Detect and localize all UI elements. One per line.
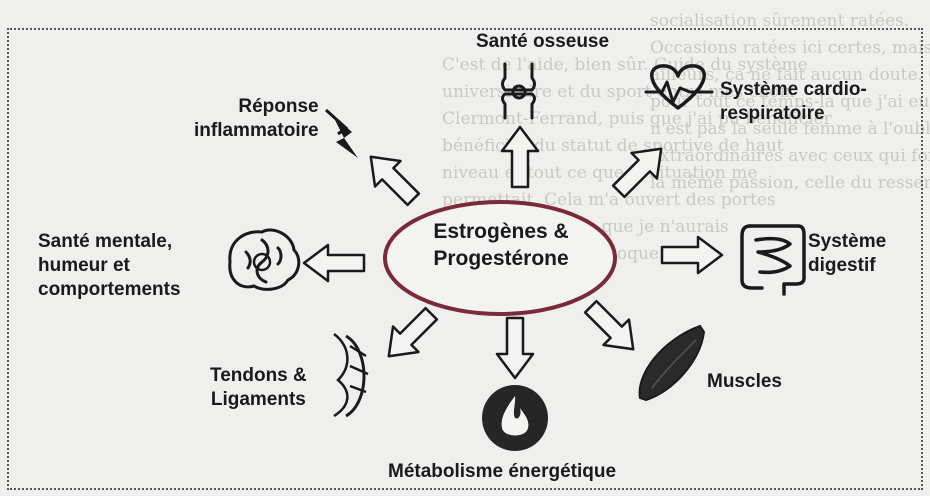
background-text-line: Occasions ratées ici certes, mais gagnée… [650, 38, 930, 58]
lightning-icon [324, 108, 358, 158]
background-text-line: n'est pas la seule femme à l'oublier [650, 119, 930, 139]
arrow-to-muscles [583, 299, 635, 351]
background-text-line: pour tout ce temps-là que j'ai eu [650, 92, 930, 112]
label-tendons: Tendons & Ligaments [210, 365, 307, 410]
arrow-to-bone [500, 125, 540, 189]
bone-joint-icon [501, 62, 536, 120]
label-bone-health: Santé osseuse [476, 31, 610, 52]
diagram-frame [7, 28, 923, 490]
label-muscles: Muscles [707, 371, 782, 392]
background-text-line: ailleurs, ça ne fait aucun doute. Car je [650, 65, 930, 85]
label-digestive: Système digestif [808, 231, 887, 276]
background-text-line: la même passion, celle du ressenti. [650, 173, 930, 193]
background-text-line: universitaire et du sport entre mes choi… [442, 82, 795, 102]
flame-icon [482, 385, 548, 451]
background-text-line: socialisation sûrement ratées. [650, 11, 910, 31]
arrow-to-tendons [387, 306, 439, 358]
heart-pulse-icon [644, 64, 714, 110]
background-text-line: Clermont-Ferrand, puis que j'ai pu bénéf… [442, 109, 832, 129]
brain-icon [228, 228, 301, 291]
arrow-to-mental [302, 243, 366, 283]
intestine-icon [740, 224, 806, 296]
arrow-to-cardio [611, 147, 663, 199]
label-mental-health: Santé mentale, humeur et comportements [38, 231, 181, 300]
arrow-to-inflammation [369, 155, 421, 207]
background-text-line: extraordinaires avec ceux qui font parti… [650, 146, 930, 166]
label-cardio: Système cardio- respiratoire [720, 79, 867, 124]
background-text-right: socialisation sûrement ratées. Occasions … [650, 8, 930, 197]
tendon-icon [333, 333, 369, 418]
muscle-icon [638, 324, 706, 402]
center-label: Estrogènes & Progestérone [433, 220, 569, 270]
arrow-to-metabolism [495, 316, 535, 380]
label-metabolism: Métabolisme énergétique [388, 461, 617, 482]
arrow-to-digestive [660, 235, 724, 275]
center-ellipse [383, 200, 617, 316]
label-inflammation: Réponse inflammatoire [194, 96, 319, 141]
